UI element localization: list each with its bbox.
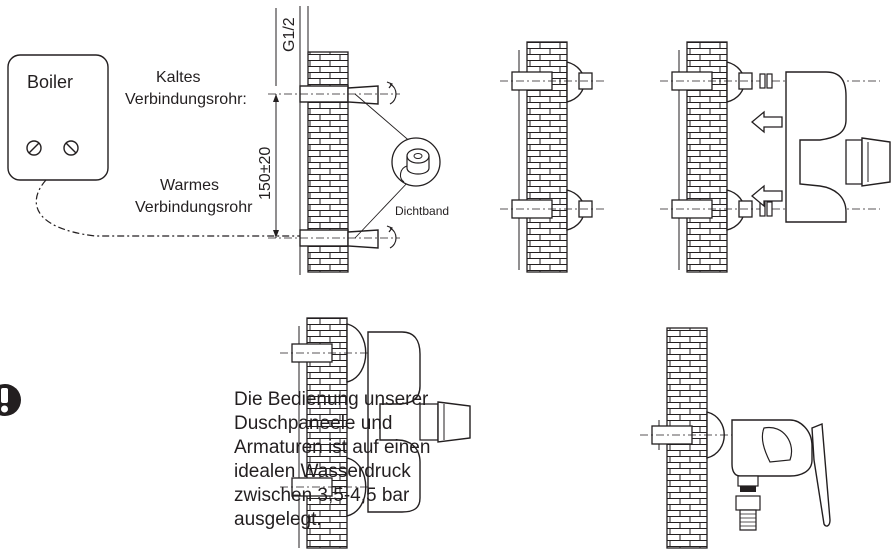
notice-line: zwischen 3,5-4,5 bar xyxy=(234,485,410,506)
seal-tape-icon xyxy=(391,137,441,187)
mixer-body xyxy=(785,71,847,223)
arrow-left-icon xyxy=(750,110,783,134)
boiler-valve-left-icon xyxy=(26,140,42,156)
seal-tape-label: Dichtband xyxy=(395,204,449,218)
notice-line: idealen Wasserdruck xyxy=(234,461,411,482)
notice-line: ausgelegt. xyxy=(234,509,322,530)
boiler: Boiler xyxy=(7,54,300,237)
distance-label: 150±20 xyxy=(257,147,274,200)
thread-label: G1/2 xyxy=(281,17,298,52)
notice-line: Armaturen ist auf einen xyxy=(234,437,431,458)
boiler-connection-line xyxy=(35,179,300,237)
arrow-left-icon xyxy=(750,184,783,208)
panel-wall-pipes: G1/2 150±20 xyxy=(257,6,421,275)
panel-mounted xyxy=(280,317,471,549)
cold-pipe-label: Kaltes Verbindungsrohr: xyxy=(125,69,247,108)
panel-eccentrics xyxy=(500,41,604,273)
warm-pipe-label: Warmes Verbindungsrohr xyxy=(135,177,253,216)
boiler-valve-right-icon xyxy=(63,140,79,156)
exclamation-icon xyxy=(0,384,21,416)
panel-side-view xyxy=(640,327,831,549)
boiler-label: Boiler xyxy=(27,72,73,92)
lever-handle xyxy=(811,422,831,527)
notice-line: Die Bedienung unserer xyxy=(234,389,429,410)
mixer-body xyxy=(367,331,421,513)
panel-mounting xyxy=(660,41,891,273)
pressure-notice: Die Bedienung unserer Duschpaneele und A… xyxy=(234,388,484,532)
notice-line: Duschpaneele und xyxy=(234,413,393,434)
